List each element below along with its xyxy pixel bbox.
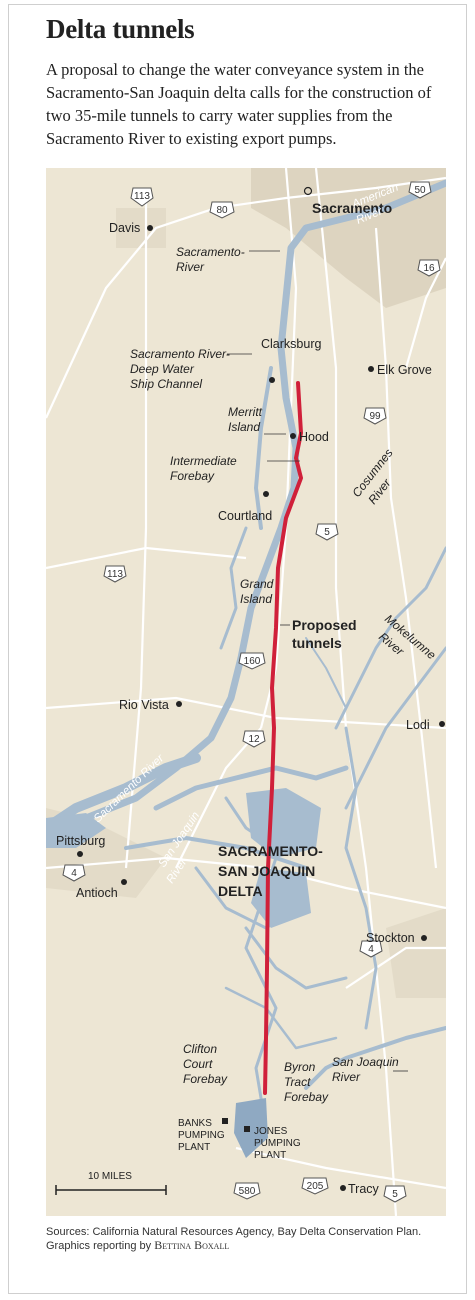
suisun-bay-water <box>46 813 106 848</box>
scale-bar: 10 MILES <box>55 1171 167 1195</box>
label-proposed-tunnels-2: tunnels <box>292 635 342 651</box>
label-delta-1: SACRAMENTO- <box>218 843 323 859</box>
label-lodi: Lodi <box>406 718 430 732</box>
highway-12: 12 <box>242 730 266 748</box>
credit-name: Bettina Boxall <box>154 1238 230 1252</box>
label-ship-channel-1: Sacramento River- <box>130 347 230 361</box>
label-delta-3: DELTA <box>218 883 263 899</box>
svg-text:16: 16 <box>423 263 435 274</box>
clifton-court-forebay-water <box>234 1098 268 1158</box>
credit-prefix: Graphics reporting by <box>46 1240 152 1252</box>
label-clifton-3: Forebay <box>183 1072 228 1086</box>
label-sacramento-river-north-2: River <box>176 260 205 274</box>
highway-50: 50 <box>408 181 432 199</box>
svg-text:4: 4 <box>368 944 374 955</box>
label-antioch: Antioch <box>76 886 118 900</box>
label-clarksburg: Clarksburg <box>261 337 321 351</box>
label-byron-3: Forebay <box>284 1090 329 1104</box>
label-elk-grove: Elk Grove <box>377 363 432 377</box>
highway-4-east: 4 <box>359 940 383 958</box>
label-sj-river-south-2: River <box>332 1070 361 1084</box>
highway-160: 160 <box>238 652 266 670</box>
label-forebay-intermediate-1: Intermediate <box>170 454 237 468</box>
highway-113-north: 113 <box>130 187 154 207</box>
label-delta-2: SAN JOAQUIN <box>218 863 315 879</box>
highway-4-west: 4 <box>62 864 86 882</box>
label-hood: Hood <box>299 430 329 444</box>
svg-text:4: 4 <box>71 868 77 879</box>
label-clifton-2: Court <box>183 1057 213 1071</box>
svg-text:113: 113 <box>134 191 150 202</box>
label-byron-1: Byron <box>284 1060 316 1074</box>
highway-16: 16 <box>417 259 441 277</box>
delta-lake-1 <box>246 788 321 858</box>
highway-5-south: 5 <box>383 1185 407 1203</box>
svg-text:580: 580 <box>239 1186 256 1197</box>
delta-map: 113 80 50 16 99 5 <box>46 168 446 1216</box>
label-jones-3: PLANT <box>254 1150 286 1161</box>
highway-99: 99 <box>363 407 387 425</box>
svg-text:50: 50 <box>414 185 426 196</box>
graphic-intro: A proposal to change the water conveyanc… <box>46 60 432 148</box>
label-sj-river-south-1: San Joaquin <box>332 1055 399 1069</box>
highway-113-south: 113 <box>103 565 127 583</box>
scale-bar-label: 10 MILES <box>88 1171 132 1182</box>
land-area <box>46 168 446 1216</box>
label-proposed-tunnels-1: Proposed <box>292 617 357 633</box>
label-sacramento: Sacramento <box>312 200 392 216</box>
label-banks-3: PLANT <box>178 1142 210 1153</box>
label-stockton: Stockton <box>366 931 415 945</box>
svg-text:205: 205 <box>307 1181 324 1192</box>
label-ship-channel-2: Deep Water <box>130 362 195 376</box>
svg-text:12: 12 <box>248 734 260 745</box>
leader-lines <box>227 250 408 1072</box>
label-banks-2: PUMPING <box>178 1130 225 1141</box>
graphic-frame <box>8 4 467 1294</box>
label-rio-vista: Rio Vista <box>119 698 169 712</box>
highway-5-north: 5 <box>315 523 339 541</box>
sacramento-capital-marker <box>303 186 313 196</box>
label-pittsburg: Pittsburg <box>56 834 105 848</box>
urban-davis <box>116 208 166 248</box>
label-jones-2: PUMPING <box>254 1138 301 1149</box>
label-courtland: Courtland <box>218 509 272 523</box>
label-grand-island-1: Grand <box>240 577 274 591</box>
label-banks-1: BANKS <box>178 1118 212 1129</box>
svg-text:113: 113 <box>107 569 123 580</box>
svg-text:160: 160 <box>244 656 261 667</box>
svg-text:5: 5 <box>324 527 330 538</box>
sources-note: Sources: California Natural Resources Ag… <box>46 1226 456 1253</box>
city-dots <box>77 225 445 1191</box>
label-davis: Davis <box>109 221 140 235</box>
svg-text:5: 5 <box>392 1189 398 1200</box>
sources-text: Sources: California Natural Resources Ag… <box>46 1226 422 1238</box>
label-grand-island-2: Island <box>240 592 272 606</box>
label-merritt-1: Merritt <box>228 405 263 419</box>
label-clifton-1: Clifton <box>183 1042 217 1056</box>
label-jones-1: JONES <box>254 1126 288 1137</box>
highway-580: 580 <box>233 1182 261 1200</box>
urban-stockton <box>386 908 446 998</box>
map-svg: 113 80 50 16 99 5 <box>46 168 446 1216</box>
label-forebay-intermediate-2: Forebay <box>170 469 215 483</box>
graphic-title: Delta tunnels <box>46 14 195 44</box>
svg-text:99: 99 <box>369 411 381 422</box>
label-ship-channel-3: Ship Channel <box>130 377 202 391</box>
label-byron-2: Tract <box>284 1075 311 1089</box>
label-sacramento-river-north-1: Sacramento- <box>176 245 245 259</box>
highway-shields: 113 80 50 16 99 5 <box>62 181 441 1203</box>
highway-205: 205 <box>301 1177 329 1195</box>
svg-text:80: 80 <box>216 205 228 216</box>
label-merritt-2: Island <box>228 420 260 434</box>
highway-80: 80 <box>209 201 235 219</box>
label-tracy: Tracy <box>348 1182 380 1196</box>
